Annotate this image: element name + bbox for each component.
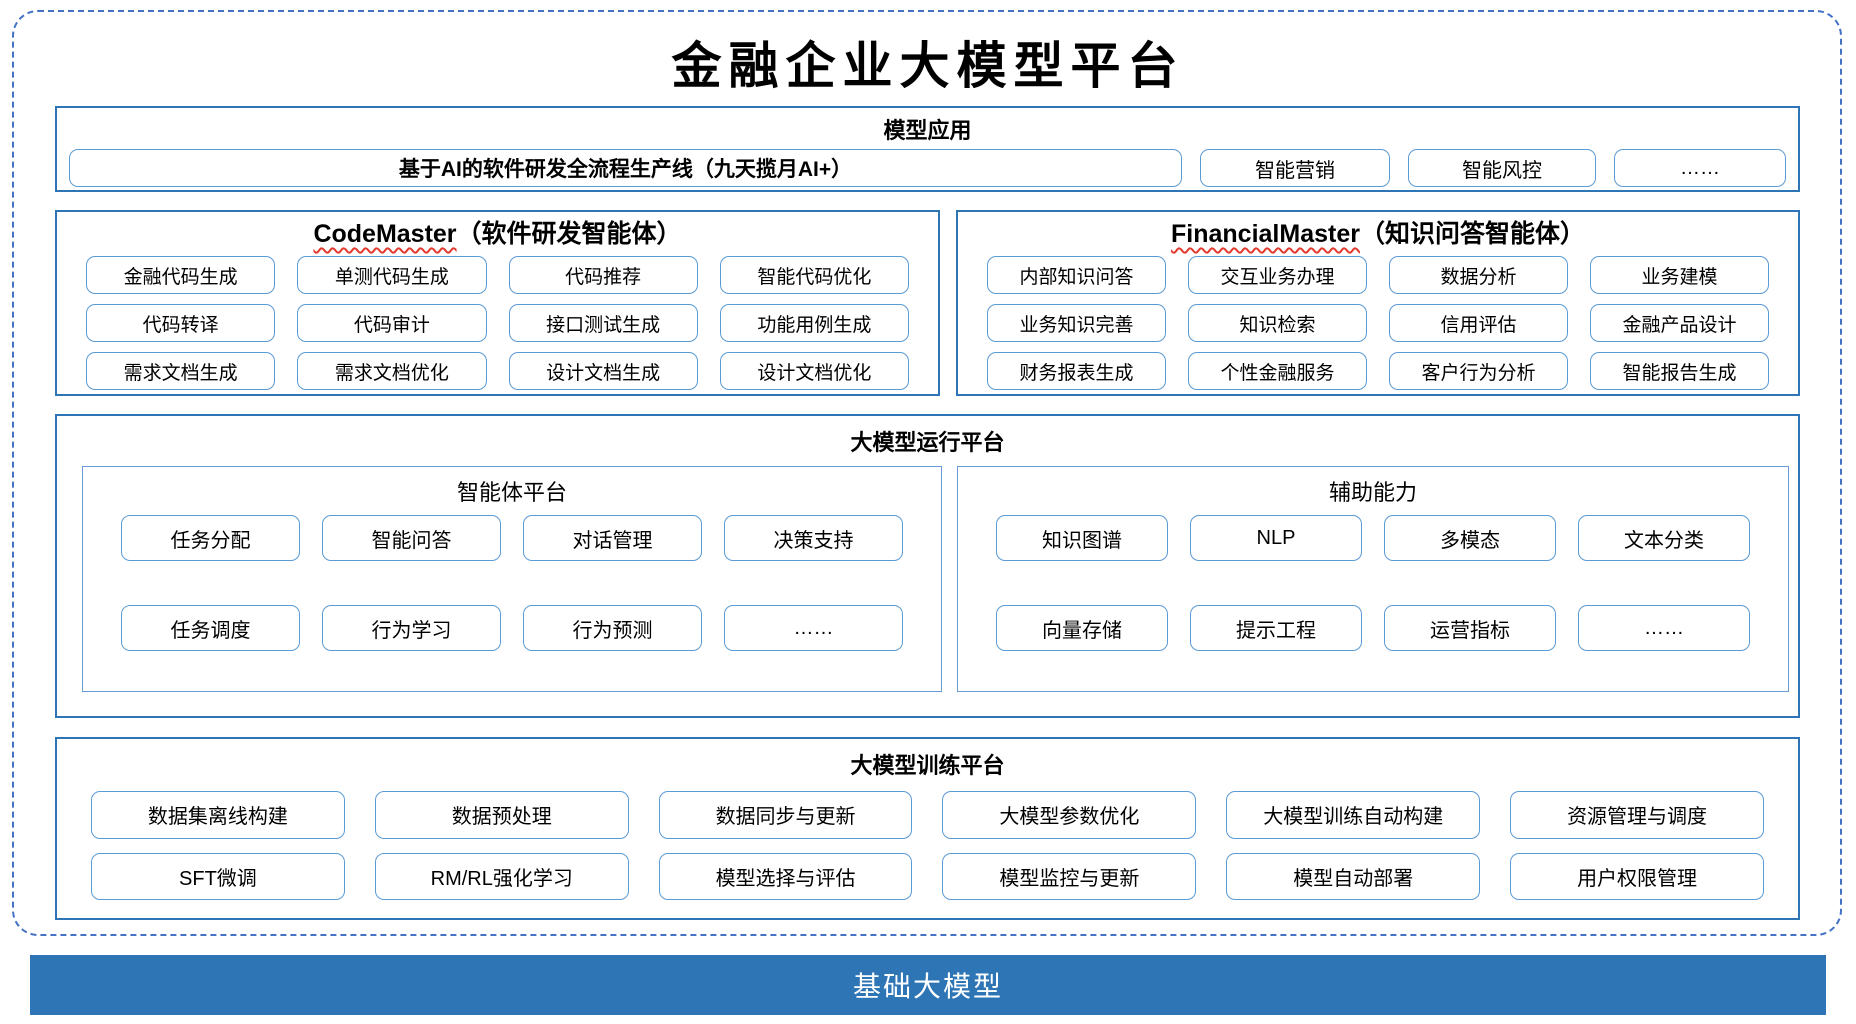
section-financialmaster: FinancialMaster（知识问答智能体） 内部知识问答 交互业务办理 数… bbox=[956, 210, 1800, 396]
capability-box: 智能问答 bbox=[322, 515, 501, 561]
capability-box: 接口测试生成 bbox=[508, 304, 698, 342]
capability-box: 设计文档优化 bbox=[719, 352, 909, 390]
capability-box: 交互业务办理 bbox=[1188, 256, 1367, 294]
app-box-production-line: 基于AI的软件研发全流程生产线（九天揽月AI+） bbox=[69, 149, 1182, 187]
capability-box: 运营指标 bbox=[1384, 605, 1556, 651]
capability-box: 单测代码生成 bbox=[297, 256, 487, 294]
capability-box: RM/RL强化学习 bbox=[374, 852, 629, 900]
capability-box: 内部知识问答 bbox=[987, 256, 1166, 294]
runtime-row: 智能体平台 任务分配 智能问答 对话管理 决策支持 任务调度 行为学习 行为预测… bbox=[57, 466, 1798, 692]
capability-box: SFT微调 bbox=[91, 852, 345, 900]
capability-box: 对话管理 bbox=[523, 515, 702, 561]
capability-box: 向量存储 bbox=[996, 605, 1168, 651]
subsection-title: 智能体平台 bbox=[456, 480, 567, 505]
section-header: 大模型运行平台 bbox=[850, 430, 1005, 455]
outer-dashed-frame bbox=[12, 10, 1842, 936]
codemaster-grid: 金融代码生成 单测代码生成 代码推荐 智能代码优化 代码转译 代码审计 接口测试… bbox=[86, 256, 909, 390]
capability-box: 用户权限管理 bbox=[1510, 852, 1764, 900]
financialmaster-title: FinancialMaster（知识问答智能体） bbox=[987, 216, 1769, 252]
capability-box: 信用评估 bbox=[1389, 304, 1568, 342]
capability-box: 任务分配 bbox=[121, 515, 300, 561]
capability-box: 行为学习 bbox=[322, 605, 501, 651]
capability-box: 行为预测 bbox=[523, 605, 702, 651]
capability-box: 多模态 bbox=[1384, 515, 1556, 561]
subsection-title: 辅助能力 bbox=[1328, 480, 1417, 505]
section-header: 大模型训练平台 bbox=[850, 753, 1005, 778]
codemaster-title-zh: （软件研发智能体） bbox=[456, 220, 682, 248]
capability-box: 金融产品设计 bbox=[1590, 304, 1769, 342]
capability-box: 代码审计 bbox=[297, 304, 487, 342]
page-title: 金融企业大模型平台 bbox=[671, 36, 1185, 95]
section-codemaster: CodeMaster（软件研发智能体） 金融代码生成 单测代码生成 代码推荐 智… bbox=[55, 210, 940, 396]
capability-box: 客户行为分析 bbox=[1389, 352, 1568, 390]
app-box: 智能风控 bbox=[1408, 149, 1596, 187]
capability-box: 知识图谱 bbox=[996, 515, 1168, 561]
capability-box: 任务调度 bbox=[121, 605, 300, 651]
capability-box: 大模型训练自动构建 bbox=[1226, 791, 1481, 839]
agents-row: CodeMaster（软件研发智能体） 金融代码生成 单测代码生成 代码推荐 智… bbox=[55, 210, 1800, 396]
capability-box: 业务知识完善 bbox=[987, 304, 1166, 342]
training-grid: 数据集离线构建 数据预处理 数据同步与更新 大模型参数优化 大模型训练自动构建 … bbox=[91, 791, 1764, 900]
section-model-applications: 模型应用 基于AI的软件研发全流程生产线（九天揽月AI+） 智能营销 智能风控 … bbox=[55, 106, 1800, 192]
capability-box: 模型监控与更新 bbox=[942, 852, 1197, 900]
capability-box: 财务报表生成 bbox=[987, 352, 1166, 390]
capability-box-ellipsis: …… bbox=[1578, 605, 1750, 651]
capability-box: 数据同步与更新 bbox=[658, 791, 913, 839]
codemaster-title-en: CodeMaster bbox=[313, 220, 457, 248]
subsection-agent-platform: 智能体平台 任务分配 智能问答 对话管理 决策支持 任务调度 行为学习 行为预测… bbox=[82, 466, 942, 692]
capability-box: 知识检索 bbox=[1188, 304, 1367, 342]
capability-box: 数据分析 bbox=[1389, 256, 1568, 294]
capability-box: 智能代码优化 bbox=[719, 256, 909, 294]
capability-box: 文本分类 bbox=[1578, 515, 1750, 561]
capability-box: 需求文档生成 bbox=[86, 352, 276, 390]
financialmaster-title-en: FinancialMaster bbox=[1171, 220, 1360, 248]
app-box: 智能营销 bbox=[1200, 149, 1390, 187]
capability-box: 个性金融服务 bbox=[1188, 352, 1367, 390]
foundation-model-label: 基础大模型 bbox=[852, 971, 1003, 1002]
capability-box: 代码转译 bbox=[86, 304, 276, 342]
foundation-model-bar: 基础大模型 bbox=[30, 955, 1826, 1015]
capability-box: 业务建模 bbox=[1590, 256, 1769, 294]
agent-platform-grid: 任务分配 智能问答 对话管理 决策支持 任务调度 行为学习 行为预测 …… bbox=[121, 515, 903, 673]
capability-box: 模型自动部署 bbox=[1226, 852, 1481, 900]
subsection-aux-capabilities: 辅助能力 知识图谱 NLP 多模态 文本分类 向量存储 提示工程 运营指标 …… bbox=[957, 466, 1789, 692]
capability-box: 金融代码生成 bbox=[86, 256, 276, 294]
capability-box: 功能用例生成 bbox=[719, 304, 909, 342]
capability-box: 智能报告生成 bbox=[1590, 352, 1769, 390]
capability-box: 提示工程 bbox=[1190, 605, 1362, 651]
capability-box: 设计文档生成 bbox=[508, 352, 698, 390]
capability-box: 资源管理与调度 bbox=[1510, 791, 1764, 839]
section-header: 模型应用 bbox=[883, 118, 972, 143]
financialmaster-grid: 内部知识问答 交互业务办理 数据分析 业务建模 业务知识完善 知识检索 信用评估… bbox=[987, 256, 1769, 390]
capability-box: 模型选择与评估 bbox=[658, 852, 913, 900]
financialmaster-title-zh: （知识问答智能体） bbox=[1359, 220, 1585, 248]
section-runtime-platform: 大模型运行平台 智能体平台 任务分配 智能问答 对话管理 决策支持 任务调度 行… bbox=[55, 414, 1800, 718]
capability-box: 需求文档优化 bbox=[297, 352, 487, 390]
capability-box: 决策支持 bbox=[724, 515, 903, 561]
model-app-row: 基于AI的软件研发全流程生产线（九天揽月AI+） 智能营销 智能风控 …… bbox=[69, 149, 1786, 187]
capability-box-ellipsis: …… bbox=[724, 605, 903, 651]
capability-box: 数据集离线构建 bbox=[91, 791, 345, 839]
capability-box: 数据预处理 bbox=[374, 791, 629, 839]
capability-box: 代码推荐 bbox=[508, 256, 698, 294]
capability-box: 大模型参数优化 bbox=[942, 791, 1197, 839]
codemaster-title: CodeMaster（软件研发智能体） bbox=[86, 216, 909, 252]
aux-grid: 知识图谱 NLP 多模态 文本分类 向量存储 提示工程 运营指标 …… bbox=[996, 515, 1750, 673]
app-box-ellipsis: …… bbox=[1614, 149, 1786, 187]
capability-box: NLP bbox=[1190, 515, 1362, 561]
section-training-platform: 大模型训练平台 数据集离线构建 数据预处理 数据同步与更新 大模型参数优化 大模… bbox=[55, 737, 1800, 920]
